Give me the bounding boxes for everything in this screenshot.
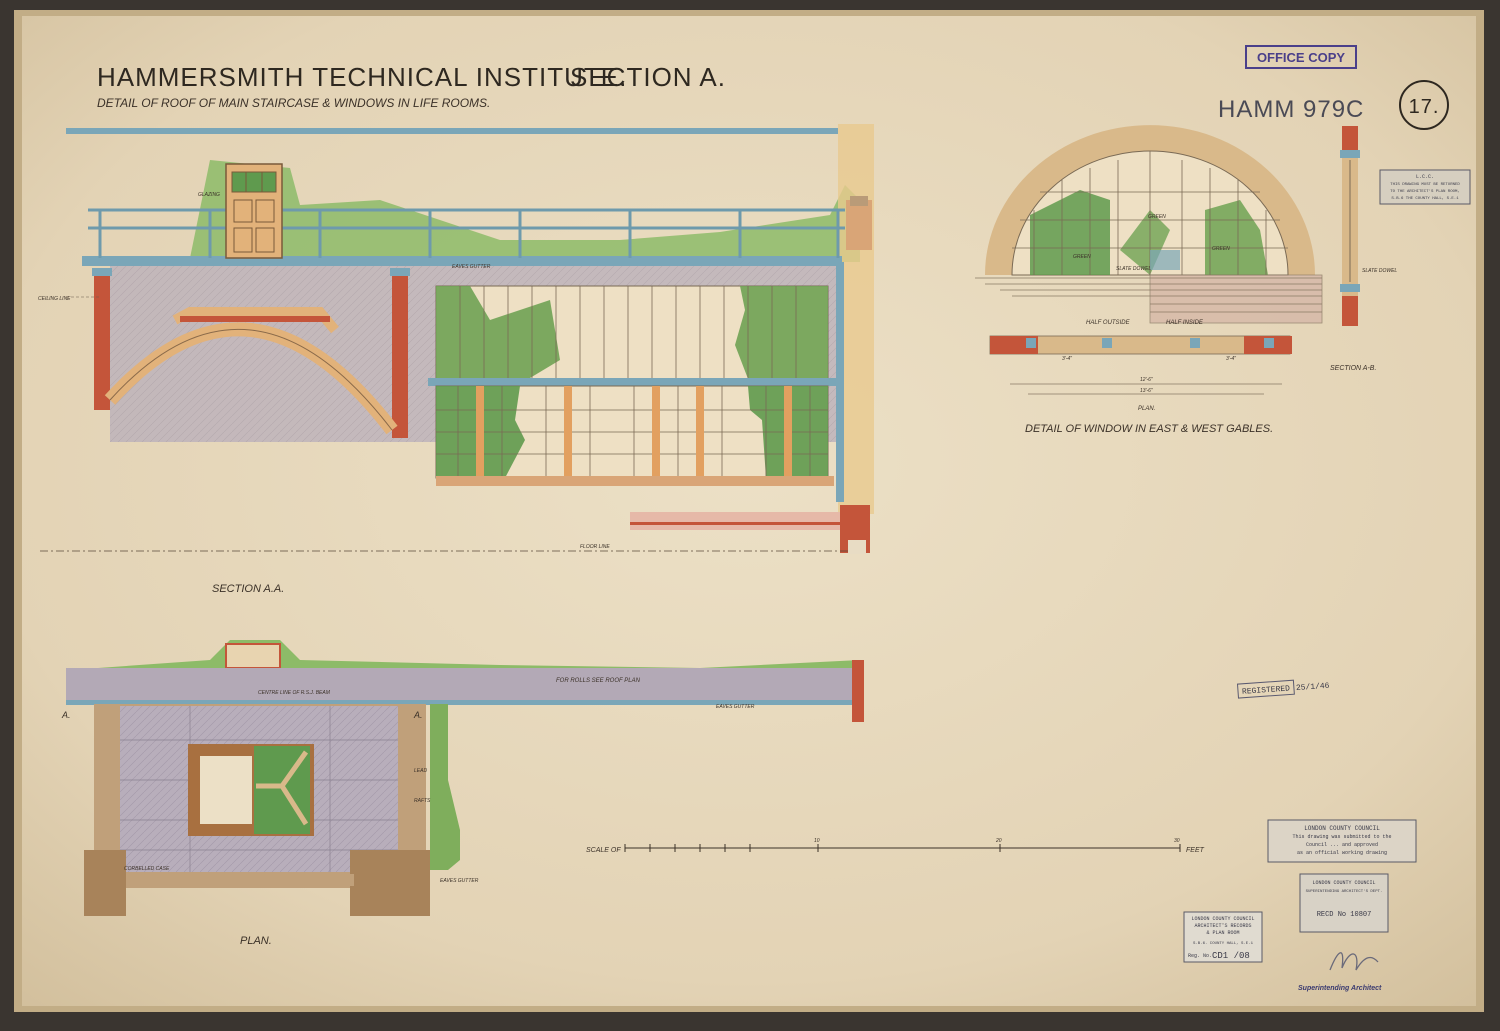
lcc-return-stamp: L.C.C. THIS DRAWING MUST BE RETURNED TO … — [1379, 169, 1471, 205]
plan-green-side — [430, 704, 460, 870]
sheet-section: SECTION A. — [570, 62, 726, 92]
sheet-title: HAMMERSMITH TECHNICAL INSTITUTE. — [97, 62, 627, 92]
roof-deck — [82, 256, 842, 266]
lcc-return-line-2: THIS DRAWING MUST BE RETURNED — [1390, 183, 1460, 187]
window-detail-caption: DETAIL OF WINDOW IN EAST & WEST GABLES. — [1025, 423, 1273, 435]
trimmer-lintel — [180, 316, 330, 322]
eaves-gutter-label-1: EAVES GUTTER — [452, 264, 491, 270]
registered-note: 25/1/46 — [1296, 682, 1330, 693]
rafts-label: RAFTS — [414, 798, 431, 804]
half-inside-label: HALF INSIDE — [1166, 320, 1204, 326]
dim-12-6: 12'-6" — [1140, 377, 1153, 383]
council-line-1: LONDON COUNTY COUNCIL — [1304, 825, 1380, 832]
window-plan-label: PLAN. — [1138, 406, 1155, 412]
scale-20: 20 — [995, 838, 1002, 844]
council-line-2: This drawing was submitted to the — [1292, 834, 1391, 840]
reg-no-value: CD1 /08 — [1212, 951, 1250, 961]
scale-unit: FEET — [1186, 847, 1205, 854]
life-room-window — [428, 285, 840, 486]
dim-3-4-b: 3'-4" — [1226, 356, 1236, 362]
sill-courses — [975, 274, 1323, 324]
records-line-2: ARCHITECT'S RECORDS — [1194, 923, 1251, 929]
reg-no-label: Reg. No. — [1188, 953, 1212, 959]
lcc-return-line-4: S.B.6 THE COUNTY HALL, S.E.1 — [1391, 197, 1459, 201]
slate-dowel-label: SLATE DOWEL — [1116, 266, 1151, 272]
eaves-gutter-label-3: EAVES GUTTER — [440, 878, 479, 884]
super-line-3: RECD No 10807 — [1317, 911, 1372, 919]
registered-stamp: REGISTERED 25/1/46 — [1236, 679, 1330, 699]
plan-wall-end — [852, 660, 864, 722]
section-aa-drawing: GLAZING CEILING LINE — [38, 124, 874, 595]
section-aa-caption: SECTION A.A. — [212, 583, 284, 595]
scale-label: SCALE OF — [586, 847, 621, 854]
dim-3-4-a: 3'-4" — [1062, 356, 1072, 362]
scale-10: 10 — [814, 838, 820, 844]
council-line-3: Council ... and approved — [1306, 842, 1378, 848]
plan-gutter — [66, 700, 852, 705]
office-copy-stamp: OFFICE COPY — [1245, 45, 1357, 69]
green-label-2: GREEN — [1148, 214, 1166, 220]
lead-label: LEAD — [414, 768, 427, 774]
railing — [88, 208, 845, 258]
plan-hatch — [225, 643, 281, 669]
registered-text: REGISTERED — [1242, 684, 1291, 696]
section-ab-label: SECTION A-B. — [1330, 365, 1376, 372]
signature — [1329, 952, 1379, 971]
pier-cap-right — [390, 268, 410, 276]
sheet-number-badge: 17. — [1399, 80, 1449, 130]
records-line-1: LONDON COUNTY COUNCIL — [1191, 916, 1254, 922]
plan-corner-right — [350, 850, 430, 916]
top-beam — [66, 128, 838, 134]
office-copy-text: OFFICE COPY — [1257, 50, 1345, 65]
corbelled-case-label: CORBELLED CASE — [124, 866, 170, 872]
for-rolls-label: FOR ROLLS SEE ROOF PLAN — [556, 678, 641, 684]
plan-corner-left — [84, 850, 126, 916]
pier-cap-left — [92, 268, 112, 276]
dim-13-6: 13'-6" — [1140, 388, 1153, 394]
ceiling-line-label: CEILING LINE — [38, 296, 71, 302]
brick-pier-left — [94, 274, 110, 410]
super-line-1: LONDON COUNTY COUNCIL — [1312, 880, 1375, 886]
centre-line-label: CENTRE LINE OF R.S.J. BEAM — [258, 690, 331, 696]
superintending-stamp: LONDON COUNTY COUNCIL SUPERINTENDING ARC… — [1299, 873, 1389, 933]
half-outside-label: HALF OUTSIDE — [1086, 320, 1131, 326]
eaves-gutter-label-2: EAVES GUTTER — [716, 704, 755, 710]
records-line-4: S.B.6. COUNTY HALL, S.E.1 — [1193, 942, 1254, 946]
section-marker-left: A. — [61, 710, 71, 720]
signature-caption: Superintending Architect — [1298, 985, 1382, 992]
section-marker-right: A. — [413, 710, 423, 720]
plan-drawing: FOR ROLLS SEE ROOF PLAN CENTRE LINE OF R… — [61, 640, 864, 947]
roof-access-door — [225, 163, 283, 259]
green-label-1: GREEN — [1073, 254, 1091, 260]
window-dimensions — [1010, 383, 1282, 395]
council-approval-stamp: LONDON COUNTY COUNCIL This drawing was s… — [1267, 819, 1417, 863]
sheet-number: 17. — [1409, 96, 1440, 118]
chimney-cap — [850, 196, 868, 206]
gable-window-detail: GREEN GREEN GREEN SLATE DOWEL HALF OUTSI… — [975, 125, 1397, 435]
super-line-2: SUPERINTENDING ARCHITECT'S DEPT. — [1306, 889, 1383, 894]
council-line-4: as an official working drawing — [1297, 850, 1387, 856]
slate-dowel-label-2: SLATE DOWEL — [1362, 268, 1397, 274]
arch-outline — [109, 328, 393, 431]
scale-30: 30 — [1174, 838, 1180, 844]
floor-line-label: FLOOR LINE — [580, 544, 610, 550]
sheet-subtitle: DETAIL OF ROOF OF MAIN STAIRCASE & WINDO… — [97, 96, 490, 110]
records-stamp: LONDON COUNTY COUNCIL ARCHITECT'S RECORD… — [1183, 911, 1263, 963]
reference-number: HAMM 979C — [1218, 96, 1364, 123]
lcc-return-line-1: L.C.C. — [1416, 174, 1434, 180]
scale-bar: SCALE OF 10 20 30 FEET — [586, 838, 1205, 854]
green-label-3: GREEN — [1212, 246, 1230, 252]
records-line-3: & PLAN ROOM — [1206, 930, 1239, 936]
sill-section — [630, 512, 850, 530]
plan-caption: PLAN. — [240, 935, 272, 947]
downpipe — [836, 262, 844, 502]
plan-beam-strip — [66, 668, 862, 704]
lcc-return-line-3: TO THE ARCHITECT'S PLAN ROOM, — [1390, 189, 1460, 194]
brick-pier-right — [392, 274, 408, 438]
glazing-label: GLAZING — [198, 192, 220, 198]
chimney — [846, 200, 872, 250]
